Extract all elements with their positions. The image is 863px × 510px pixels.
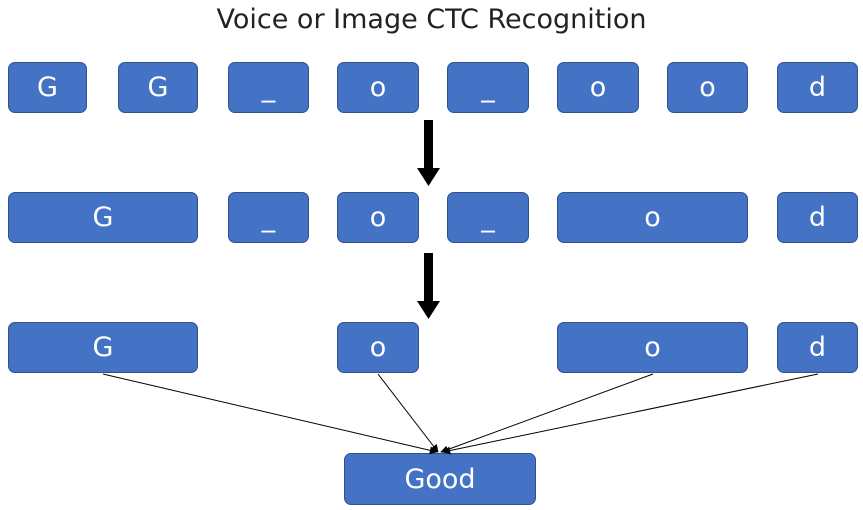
row1-box-4: o bbox=[337, 62, 419, 113]
row3-box-1: G bbox=[8, 322, 198, 373]
down-arrow-2 bbox=[417, 253, 440, 319]
row2-box-4: _ bbox=[447, 192, 529, 243]
down-arrow-1 bbox=[417, 120, 440, 186]
row1-box-7: o bbox=[667, 62, 748, 113]
result-box: Good bbox=[344, 453, 536, 505]
row1-box-8: d bbox=[777, 62, 858, 113]
arrow-d-to-result bbox=[442, 373, 819, 455]
row2-box-3: o bbox=[337, 192, 419, 243]
row2-box-6: d bbox=[777, 192, 858, 243]
row1-box-5: _ bbox=[447, 62, 529, 113]
arrow-o2-to-result bbox=[440, 373, 654, 454]
diagram-title: Voice or Image CTC Recognition bbox=[216, 4, 647, 35]
row1-box-6: o bbox=[557, 62, 639, 113]
row1-box-1: G bbox=[8, 62, 87, 113]
row3-box-4: d bbox=[777, 322, 858, 373]
row1-box-2: G bbox=[118, 62, 198, 113]
arrow-o1-to-result bbox=[377, 373, 439, 453]
row3-box-3: o bbox=[557, 322, 748, 373]
row2-box-5: o bbox=[557, 192, 748, 243]
row2-box-1: G bbox=[8, 192, 198, 243]
arrow-g-to-result bbox=[102, 373, 438, 455]
row2-box-2: _ bbox=[228, 192, 309, 243]
row3-box-2: o bbox=[337, 322, 419, 373]
row1-box-3: _ bbox=[228, 62, 309, 113]
